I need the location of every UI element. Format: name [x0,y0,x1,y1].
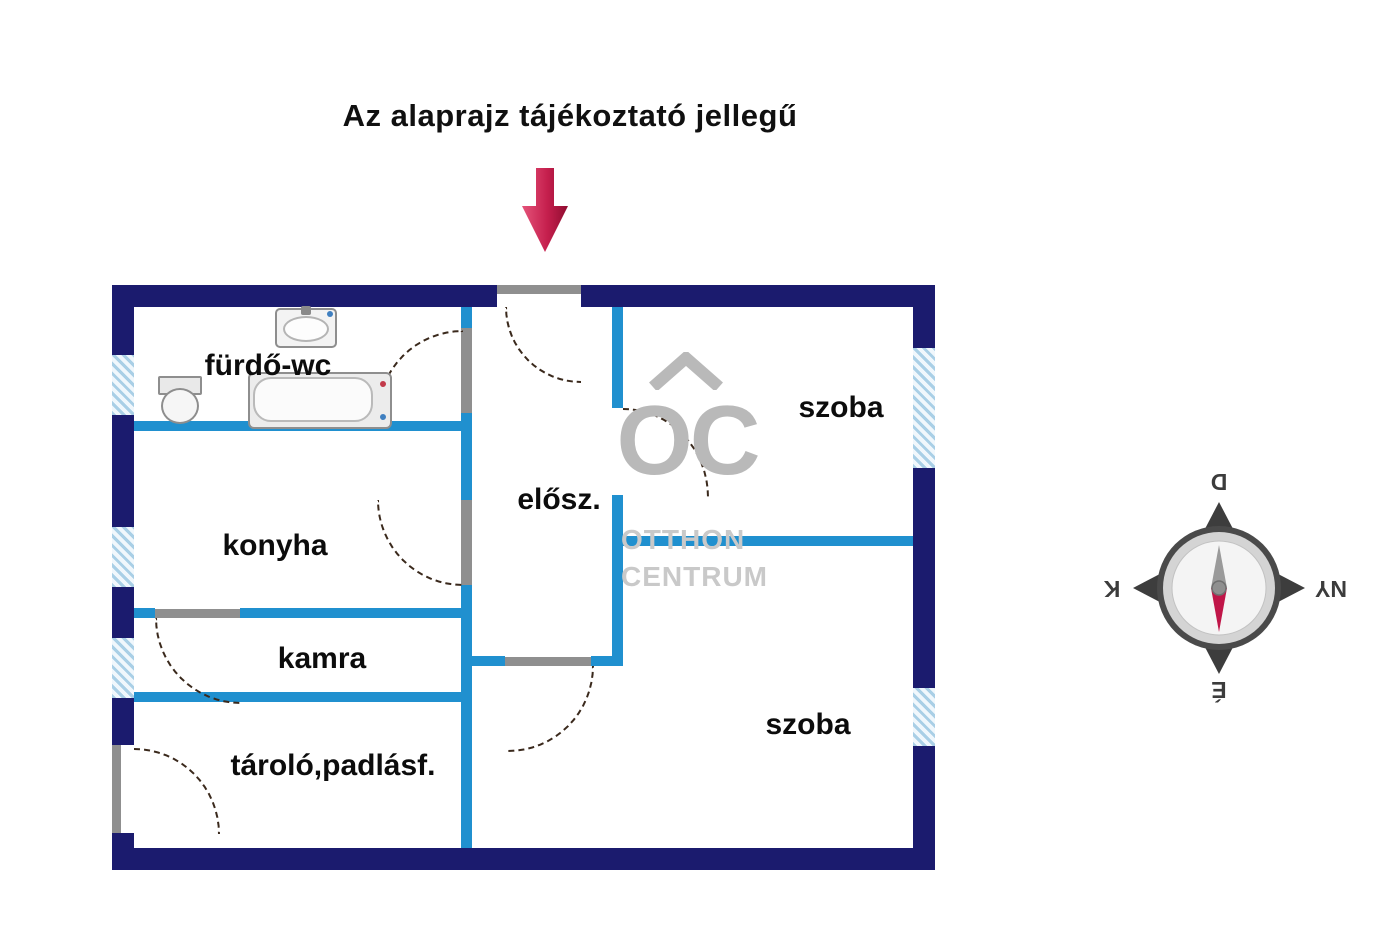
wall-pantry-top [240,608,472,618]
wall-hall-bottom-right [591,656,623,666]
toilet-icon [158,376,202,424]
entrance-door-arc [505,307,581,383]
compass-label-west: NY [1315,576,1347,602]
compass-label-north: É [1211,677,1227,703]
wall-pantry-top-stub [134,608,155,618]
wall-corridor-left-c [461,585,472,848]
compass: D K NY É [1095,462,1347,712]
room-label-hall: elősz. [517,483,601,516]
watermark-line2: CENTRUM [621,561,768,592]
window-kitchen [112,527,134,587]
room-label-room-top: szoba [798,391,884,424]
bathtub-icon [248,372,392,429]
compass-label-south: D [1210,469,1228,495]
wall-pantry-bottom [134,692,472,702]
room-label-pantry: kamra [277,642,367,675]
window-pantry [112,638,134,698]
compass-label-east: K [1103,576,1121,602]
page-title: Az alaprajz tájékoztató jellegű [342,98,798,133]
storage-door-leaf [112,745,121,833]
watermark-monogram: OC [616,385,761,495]
hall-door-leaf [505,657,591,666]
wall-corridor-right-b [612,495,623,666]
bathroom-door-leaf [461,328,472,413]
room-label-room-bottom: szoba [765,708,851,741]
watermark-roof-icon [649,352,723,390]
entrance-door-leaf [497,285,581,294]
window-bathroom [112,355,134,415]
pantry-door-leaf [155,609,240,618]
room-bottom-door-arc [508,666,594,752]
watermark-line1: OTTHON [621,524,746,555]
compass-rose-icon [1133,502,1305,674]
floor-plan: OC OTTHON CENTRUM fürdő-wc konyha kamra … [112,285,935,870]
wall-rooms-divider [623,536,913,546]
room-label-kitchen: konyha [222,529,328,562]
wall-hall-bottom-left [472,656,505,666]
room-label-storage: tároló,padlásf. [230,749,436,782]
wall-corridor-left-a [461,307,472,330]
wall-corridor-right-a [612,307,623,408]
wall-corridor-left-b [461,413,472,500]
room-label-bathroom: fürdő-wc [204,349,332,382]
kitchen-door-leaf [461,500,472,585]
entrance-arrow-icon [522,168,568,252]
window-room-bottom [913,688,935,746]
window-room-top [913,348,935,468]
sink-icon [275,306,337,348]
